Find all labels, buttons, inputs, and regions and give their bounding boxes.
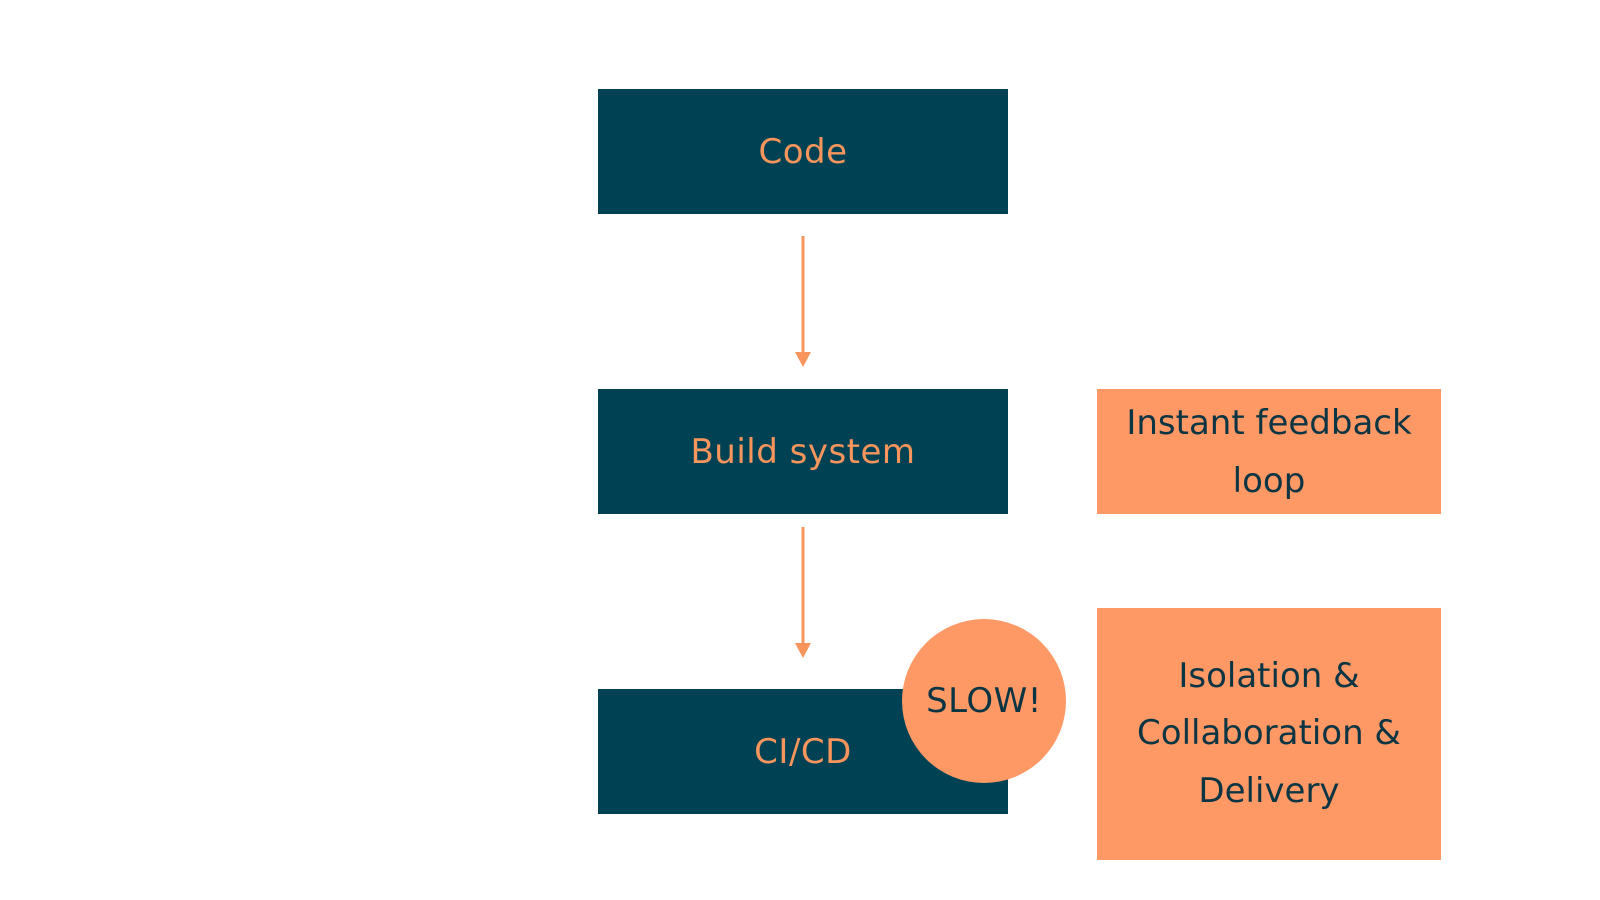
isolation-note-text: Isolation & Collaboration & Delivery (1137, 648, 1401, 819)
ci-cd-node-label: CI/CD (754, 731, 852, 772)
slow-badge-label: SLOW! (926, 681, 1042, 721)
isolation-collaboration-delivery-note: Isolation & Collaboration & Delivery (1097, 608, 1441, 860)
build-system-node-label: Build system (690, 431, 916, 472)
instant-feedback-note: Instant feedback loop (1097, 389, 1441, 514)
isolation-line-1: Isolation & (1178, 656, 1360, 697)
isolation-line-3: Delivery (1198, 770, 1340, 811)
code-node-label: Code (758, 131, 848, 172)
instant-feedback-line-1: Instant feedback (1126, 403, 1412, 444)
code-node: Code (598, 89, 1008, 214)
arrow-build-to-cicd (795, 527, 811, 658)
isolation-line-2: Collaboration & (1137, 713, 1401, 754)
build-system-node: Build system (598, 389, 1008, 514)
arrow-code-to-build (795, 236, 811, 367)
slow-badge: SLOW! (902, 619, 1066, 783)
instant-feedback-line-2: loop (1232, 460, 1306, 501)
instant-feedback-text: Instant feedback loop (1126, 395, 1411, 509)
